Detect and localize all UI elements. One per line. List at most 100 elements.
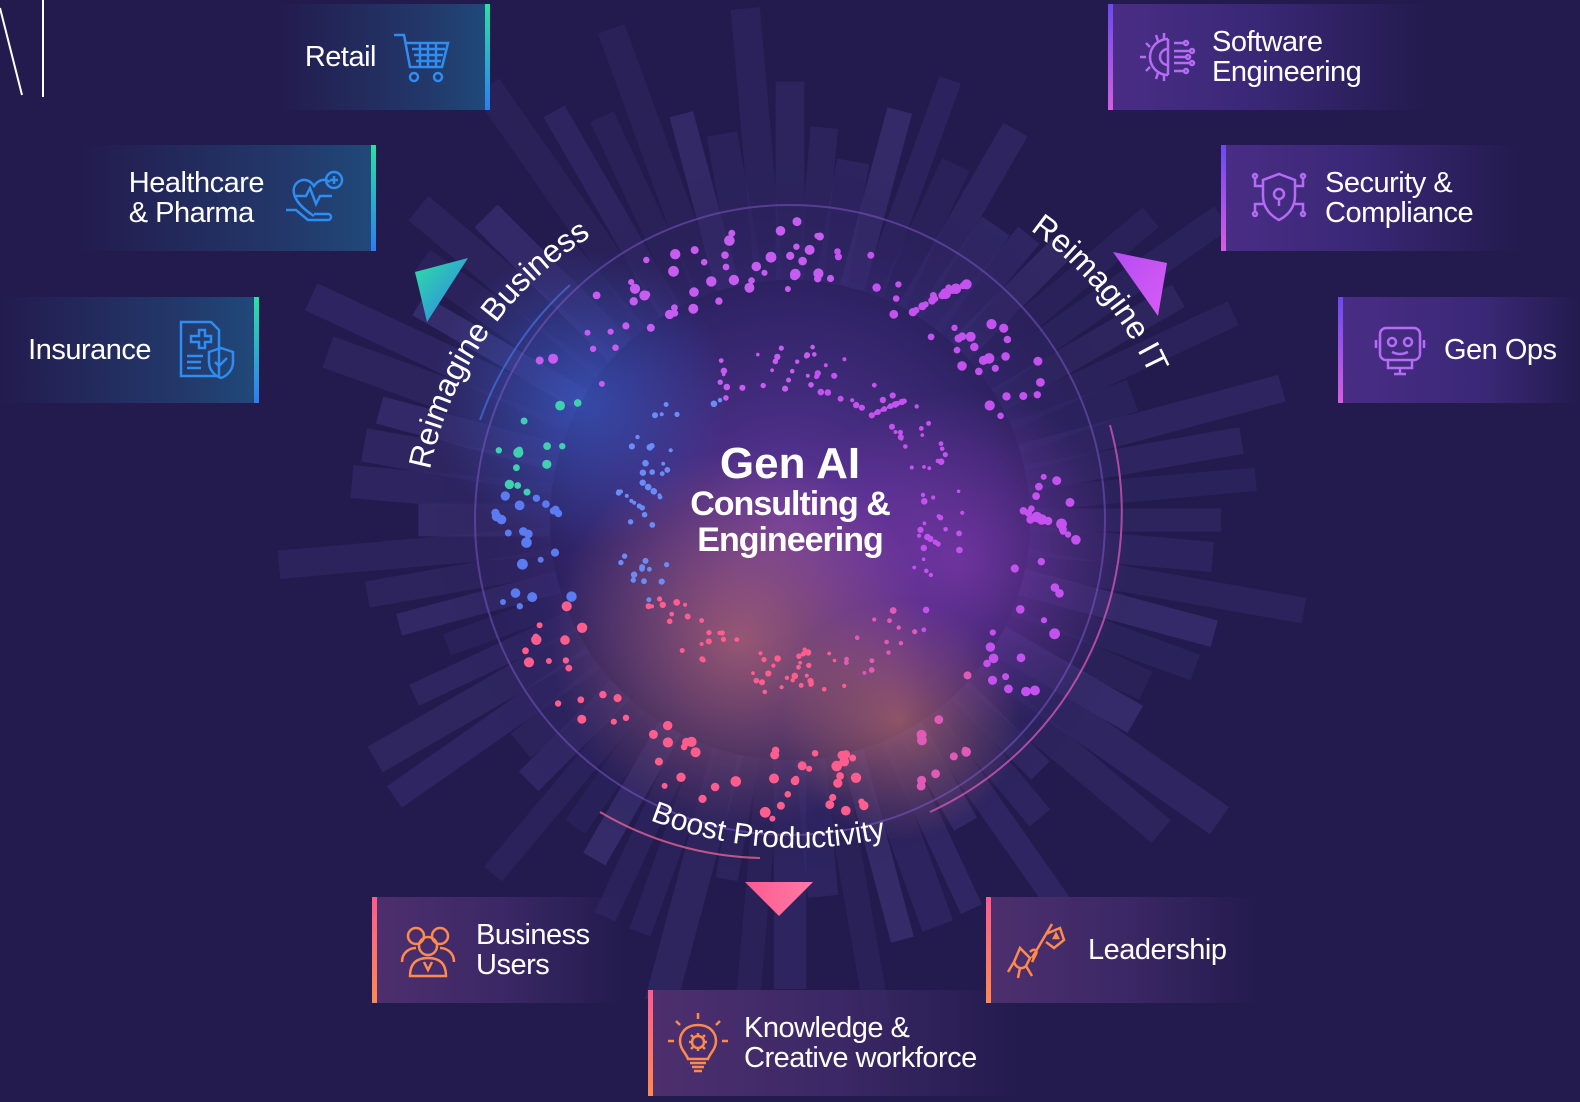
particle-dot [823, 363, 828, 368]
particle-dot [825, 800, 835, 809]
particle-dot [1040, 617, 1048, 624]
particle-dot [644, 483, 652, 491]
knowledge-workforce-edge [648, 990, 653, 1096]
particle-dot [648, 729, 658, 739]
particle-dot [834, 248, 841, 255]
particle-dot [999, 323, 1009, 333]
knowledge-workforce-card[interactable]: Knowledge & Creative workforce [648, 990, 1018, 1096]
particle-dot [684, 613, 691, 620]
particle-dot [649, 522, 656, 528]
particle-dot [951, 324, 958, 331]
particle-dot [826, 274, 835, 283]
users-group-icon [400, 926, 456, 978]
particle-dot [739, 384, 746, 391]
particle-dot [759, 806, 771, 818]
particle-dot [1049, 628, 1060, 640]
particle-dot [953, 346, 961, 354]
particle-dot [491, 511, 502, 522]
particle-dot [680, 743, 688, 751]
particle-dot [628, 443, 636, 450]
particle-dot [917, 526, 924, 534]
particle-dots [491, 217, 1081, 822]
particle-dot [765, 251, 777, 263]
healthcare-label-line2: & Pharma [128, 197, 254, 229]
particle-dot [824, 389, 832, 396]
particle-dot [517, 558, 528, 570]
particle-dot [537, 556, 544, 563]
particle-dot [957, 361, 967, 371]
particle-dot [938, 441, 944, 447]
particle-dot [956, 546, 963, 554]
particle-dot [536, 622, 543, 629]
particle-dot [811, 750, 819, 757]
particle-dot [1002, 392, 1011, 401]
particle-dot [853, 401, 860, 409]
particle-dot [916, 781, 926, 791]
particle-dot [657, 494, 663, 500]
particle-dot [940, 288, 951, 300]
gen-ops-card[interactable]: Gen Ops [1338, 297, 1580, 403]
particle-dot [798, 256, 807, 266]
particle-dot [555, 400, 565, 411]
particle-dot [759, 679, 765, 686]
software-engineering-card[interactable]: Software Engineering [1108, 4, 1428, 110]
insurance-card[interactable]: Insurance [0, 297, 259, 403]
particle-dot [562, 657, 570, 664]
particle-dot [543, 442, 551, 450]
particle-dot [576, 622, 588, 633]
particle-dot [797, 761, 807, 771]
business-users-card[interactable]: Business Users [372, 897, 622, 1003]
particle-dot [761, 657, 767, 663]
particle-dot [844, 656, 849, 662]
particle-dot [717, 379, 723, 385]
corner-logo-fragment [0, 0, 44, 97]
business-users-label: Business Users [476, 920, 590, 980]
particle-dot [834, 253, 843, 261]
business-arrow-icon [415, 258, 468, 322]
particle-dot [809, 681, 814, 687]
particle-dot [927, 333, 935, 341]
particle-dot [549, 507, 558, 515]
particle-dot [561, 601, 572, 612]
retail-card[interactable]: Retail [280, 4, 490, 110]
security-compliance-card[interactable]: Security & Compliance [1221, 145, 1521, 251]
particle-dot [1036, 378, 1045, 387]
particle-dot [965, 331, 976, 342]
particle-dot [683, 602, 688, 607]
particle-dot [813, 268, 824, 279]
particle-dot [776, 801, 785, 810]
productivity-arrow-icon [745, 882, 813, 916]
particle-dot [804, 673, 809, 678]
particle-dot [641, 578, 647, 585]
particle-dot [867, 251, 875, 259]
healthcare-card[interactable]: Healthcare & Pharma [80, 145, 376, 251]
particle-dot [1037, 557, 1046, 566]
particle-dot [862, 671, 867, 675]
particle-dot [901, 398, 907, 404]
particle-dot [762, 689, 768, 695]
particle-dot [607, 328, 614, 335]
flag-hand-icon [1006, 923, 1066, 979]
knowledge-label-line1: Knowledge & [744, 1012, 910, 1044]
particle-dot [643, 256, 650, 264]
particle-dot [892, 295, 900, 302]
particle-dot [795, 359, 800, 364]
leadership-card[interactable]: Leadership [986, 897, 1256, 1003]
particle-dot [987, 675, 998, 685]
insurance-edge [254, 297, 259, 403]
particle-dot [646, 597, 652, 603]
particle-dot [917, 735, 927, 746]
particle-dot [775, 226, 786, 236]
particle-dot [723, 395, 729, 401]
particle-dot [531, 634, 542, 645]
particle-dot [978, 355, 989, 365]
particle-dot [821, 687, 827, 692]
particle-dot [793, 243, 800, 250]
particle-dot [647, 566, 652, 572]
retail-edge [485, 4, 490, 110]
particle-dot [831, 760, 842, 772]
particle-dot [699, 618, 704, 623]
particle-dot [520, 417, 528, 425]
particle-dot [798, 660, 803, 665]
particle-dot [584, 329, 591, 336]
